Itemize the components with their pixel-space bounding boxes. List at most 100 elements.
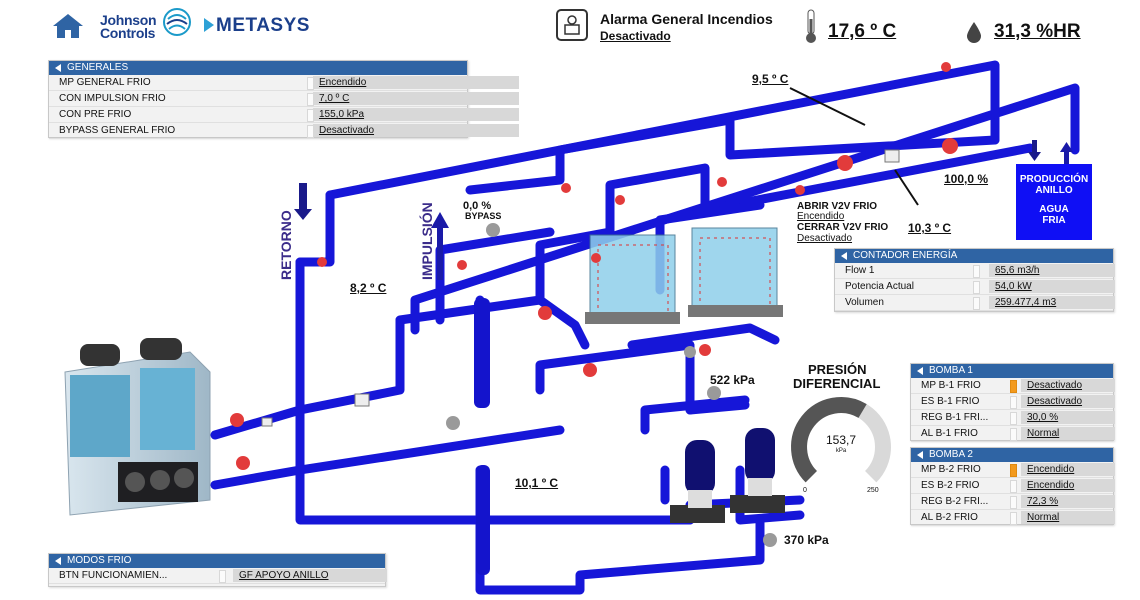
row-value[interactable]: Encendido	[1021, 479, 1115, 492]
row-value[interactable]: Desactivado	[1021, 395, 1115, 408]
exchanger-temperature[interactable]: 10,3 º C	[908, 221, 952, 235]
row-label: CON IMPULSION FRIO	[59, 93, 166, 104]
row-value[interactable]: Desactivado	[313, 124, 519, 137]
abrir-v2v-state[interactable]: Encendido	[797, 211, 845, 222]
prod-line-2: ANILLO	[1035, 185, 1073, 196]
presion-title-2: DIFERENCIAL	[793, 376, 881, 391]
cerrar-v2v-label: CERRAR V2V FRIO	[797, 222, 889, 233]
panel-row: Flow 1 65,6 m3/h	[835, 263, 1115, 279]
fire-alarm-state[interactable]: Desactivado	[600, 29, 671, 43]
status-indicator	[973, 265, 980, 278]
return-temperature[interactable]: 8,2 º C	[350, 281, 387, 295]
heat-exchanger-1	[585, 234, 680, 324]
panel-row: MP GENERAL FRIO Encendido	[49, 75, 519, 91]
bottom-temperature[interactable]: 10,1 º C	[515, 476, 559, 490]
cerrar-v2v-state[interactable]: Desactivado	[797, 233, 853, 244]
status-indicator	[1010, 396, 1017, 409]
status-indicator	[973, 297, 980, 310]
fire-alarm-icon[interactable]	[556, 9, 588, 41]
status-indicator	[1010, 496, 1017, 509]
row-value[interactable]: 72,3 %	[1021, 495, 1115, 508]
prod-line-4: FRIA	[1042, 215, 1066, 226]
brand-line-2: Controls	[100, 25, 156, 41]
return-riser	[476, 465, 490, 575]
status-indicator	[973, 281, 980, 294]
abrir-v2v-label: ABRIR V2V FRIO	[797, 201, 878, 212]
fire-alarm-title: Alarma General Incendios	[600, 11, 773, 27]
valve-opening[interactable]: 100,0 %	[944, 172, 989, 186]
heat-exchanger-2	[688, 227, 783, 317]
chiller-unit	[64, 338, 211, 516]
panel-row: MP B-2 FRIO Encendido	[911, 462, 1115, 478]
panel-bomba-2-title[interactable]: BOMBA 2	[911, 448, 1113, 462]
top-temperature[interactable]: 9,5 º C	[752, 72, 789, 86]
home-icon[interactable]	[52, 12, 84, 40]
pressure-bottom: 370 kPa	[784, 533, 829, 547]
row-value[interactable]: GF APOYO ANILLO	[233, 569, 387, 582]
row-value[interactable]: 30,0 %	[1021, 411, 1115, 424]
status-indicator	[1010, 480, 1017, 493]
row-label: AL B-1 FRIO	[921, 428, 978, 439]
panel-generales-title[interactable]: GENERALES	[49, 61, 467, 75]
impulsion-label: IMPULSIÓN	[419, 202, 435, 280]
panel-bomba-1-title[interactable]: BOMBA 1	[911, 364, 1113, 378]
flow-arrows	[294, 140, 1041, 220]
bypass-riser	[474, 298, 490, 408]
row-value[interactable]: 155,0 kPa	[313, 108, 519, 121]
status-indicator	[1010, 428, 1017, 441]
row-label: Flow 1	[845, 265, 875, 276]
panel-bomba-2: BOMBA 2 MP B-2 FRIO Encendido ES B-2 FRIO E…	[910, 447, 1115, 526]
row-label: AL B-2 FRIO	[921, 512, 978, 523]
row-value[interactable]: Encendido	[1021, 463, 1115, 476]
row-label: REG B-2 FRI...	[921, 496, 989, 507]
row-value[interactable]: 54,0 kW	[989, 280, 1115, 293]
metasys-mark-icon	[204, 18, 214, 32]
panel-modos-frio: MODOS FRIO BTN FUNCIONAMIEN... GF APOYO A…	[48, 553, 387, 587]
brand-logo: Johnson Controls	[100, 13, 157, 41]
gauge-value: 153,7	[825, 433, 857, 447]
temperature-value[interactable]: 17,6 º C	[828, 21, 897, 42]
status-indicator	[219, 570, 226, 583]
row-label: BTN FUNCIONAMIEN...	[59, 570, 168, 581]
pump-2	[730, 428, 785, 513]
row-label: MP B-2 FRIO	[921, 464, 981, 475]
row-value[interactable]: 259.477,4 m3	[989, 296, 1115, 309]
supply-arrows	[431, 142, 1073, 280]
row-label: ES B-2 FRIO	[921, 480, 980, 491]
status-indicator	[1010, 412, 1017, 425]
retorno-label: RETORNO	[278, 210, 294, 280]
row-value[interactable]: Encendido	[313, 76, 519, 89]
row-label: ES B-1 FRIO	[921, 396, 980, 407]
humidity-value[interactable]: 31,3 %HR	[994, 21, 1081, 42]
thermometer-icon	[806, 9, 816, 43]
row-value[interactable]: 65,6 m3/h	[989, 264, 1115, 277]
brand-swirl-icon	[163, 8, 191, 36]
gauge-max: 250	[867, 487, 879, 494]
product-name: METASYS	[216, 15, 310, 36]
status-indicator	[1010, 512, 1017, 525]
row-value[interactable]: 7,0 º C	[313, 92, 519, 105]
prod-line-1: PRODUCCIÓN	[1019, 174, 1089, 185]
row-value[interactable]: Desactivado	[1021, 379, 1115, 392]
production-box[interactable]: PRODUCCIÓN ANILLO AGUA FRIA	[1016, 164, 1092, 240]
pump-1	[670, 440, 725, 523]
row-label: MP GENERAL FRIO	[59, 77, 151, 88]
row-value[interactable]: Normal	[1021, 427, 1115, 440]
bypass-percent[interactable]: 0,0 %	[463, 200, 492, 212]
valves	[230, 62, 958, 470]
label-pointers	[789, 87, 919, 206]
row-label: REG B-1 FRI...	[921, 412, 989, 423]
panel-contador-title[interactable]: CONTADOR ENERGÍA	[835, 249, 1113, 263]
panel-row: AL B-1 FRIO Normal	[911, 426, 1115, 442]
panel-modos-title[interactable]: MODOS FRIO	[49, 554, 385, 568]
panel-row: AL B-2 FRIO Normal	[911, 510, 1115, 526]
alarm-indicator	[1010, 380, 1017, 393]
row-value[interactable]: Normal	[1021, 511, 1115, 524]
